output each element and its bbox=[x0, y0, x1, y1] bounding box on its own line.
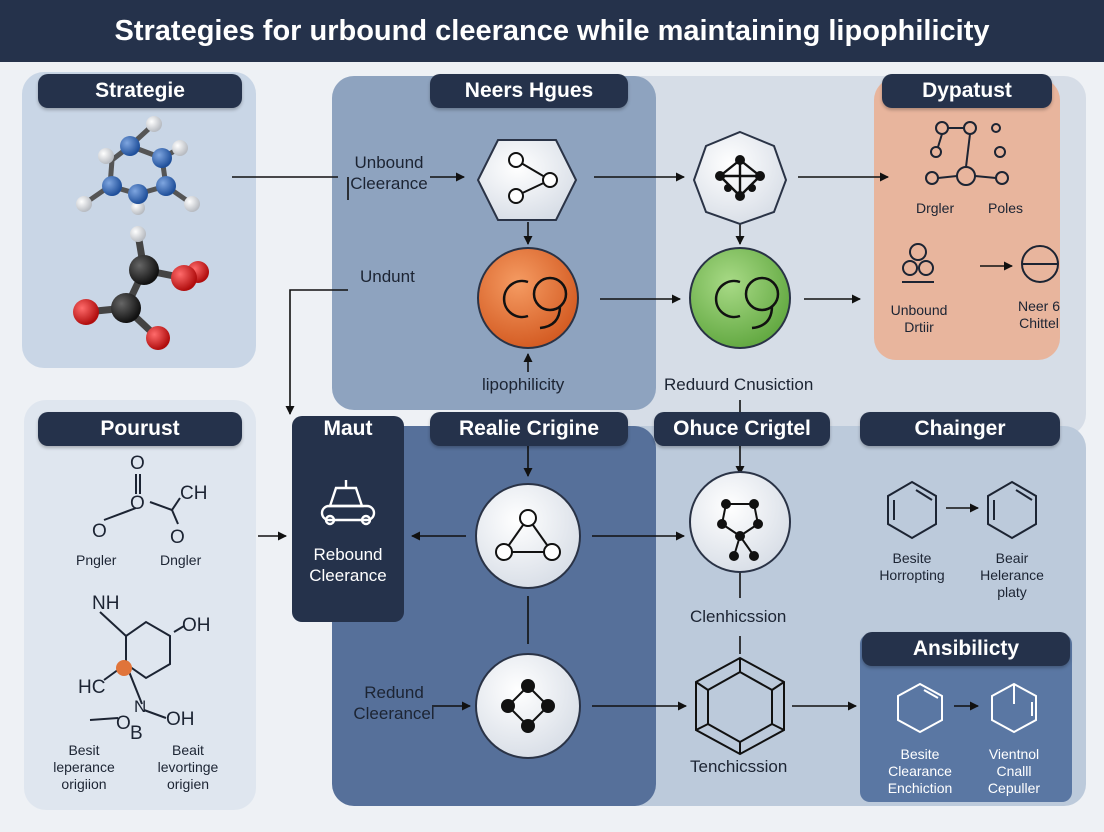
atom-o: O bbox=[116, 713, 131, 734]
atom-o4: O bbox=[170, 527, 185, 548]
section-strategie: Strategie bbox=[38, 74, 242, 108]
triangle-node-icon bbox=[475, 483, 581, 589]
atom-b: B bbox=[130, 723, 143, 744]
label-dngler: Dngler bbox=[160, 552, 202, 568]
split-circle-icon bbox=[1021, 245, 1059, 283]
structure-top-icon bbox=[103, 474, 181, 525]
label-vientnol: Vientnol Cnalll Cepuller bbox=[987, 746, 1041, 796]
label-pngler: Pngler bbox=[76, 552, 117, 568]
label-drgler: Drgler bbox=[916, 200, 955, 216]
graph-node-icon bbox=[689, 471, 791, 573]
label-lipophilicity: lipophilicity bbox=[482, 375, 565, 394]
label-besite-horropting: Besite Horropting bbox=[879, 550, 945, 583]
label-tenchicssion: Tenchicssion bbox=[690, 757, 788, 776]
label-unbound-clearance: Unbound Cleerance bbox=[350, 153, 428, 193]
section-neers: Neers Hgues bbox=[430, 74, 628, 108]
section-ohuce: Ohuce Crigtel bbox=[654, 412, 830, 446]
section-realie: Realie Crigine bbox=[430, 412, 628, 446]
atom-n: N bbox=[134, 697, 147, 716]
network-node-icon bbox=[692, 130, 788, 226]
label-besit-left: Besit leperance origiion bbox=[53, 742, 115, 792]
label-poles: Poles bbox=[988, 200, 1024, 216]
benzene-left-icon bbox=[887, 480, 937, 540]
label-unbound-drtiir: Unbound Drtiir bbox=[890, 302, 948, 335]
robot-icon bbox=[320, 480, 376, 526]
atom-oh1: OH bbox=[182, 615, 211, 636]
ring-right-icon bbox=[991, 682, 1037, 734]
label-beair-helerance: Beair Helerance platy bbox=[980, 550, 1044, 600]
green-cg-node-icon bbox=[689, 247, 791, 349]
label-besite-clearance: Besite Clearance Enchiction bbox=[887, 746, 953, 796]
section-chainger: Chainger bbox=[860, 412, 1060, 446]
panel-neers bbox=[332, 76, 656, 410]
label-rebound-clearance: Rebound Cleerance bbox=[309, 545, 387, 585]
section-dypatust: Dypatust bbox=[882, 74, 1052, 108]
bond-cluster-icon bbox=[902, 243, 934, 283]
label-clenhicssion: Clenhicssion bbox=[690, 607, 787, 626]
hexagon-node-icon bbox=[476, 139, 578, 221]
label-beait-left: Beait levortinge origien bbox=[157, 742, 219, 792]
page-title: Strategies for urbound cleerance while m… bbox=[0, 0, 1104, 62]
atom-highlight-icon bbox=[116, 660, 132, 676]
molecule-line-icon bbox=[925, 121, 1009, 186]
section-ansibilicty: Ansibilicty bbox=[862, 632, 1070, 666]
orange-cg-node-icon bbox=[477, 247, 579, 349]
label-reduurd: Reduurd Cnusiction bbox=[664, 375, 814, 394]
atom-o3: O bbox=[92, 521, 107, 542]
atom-ch: CH bbox=[180, 483, 208, 504]
atom-nh: NH bbox=[92, 593, 120, 614]
atom-o2: O bbox=[130, 493, 145, 514]
atom-o1: O bbox=[130, 453, 145, 474]
label-undunt: Undunt bbox=[360, 267, 415, 286]
hexagonal-cage-icon bbox=[695, 656, 785, 756]
section-pourust: Pourust bbox=[38, 412, 242, 446]
atom-hc: HC bbox=[78, 677, 106, 698]
label-redund-clearance: Redund Clеerancel bbox=[353, 683, 435, 723]
benzene-right-icon bbox=[987, 480, 1037, 540]
panel-pourust bbox=[24, 400, 256, 810]
section-maut: Maut bbox=[323, 417, 373, 440]
panel-dypatust bbox=[874, 78, 1060, 360]
ring-left-icon bbox=[897, 682, 943, 734]
atom-oh2: OH bbox=[166, 709, 195, 730]
diamond-node-icon bbox=[475, 653, 581, 759]
label-neer-chittel: Neer 6 Chittel bbox=[1017, 298, 1061, 331]
